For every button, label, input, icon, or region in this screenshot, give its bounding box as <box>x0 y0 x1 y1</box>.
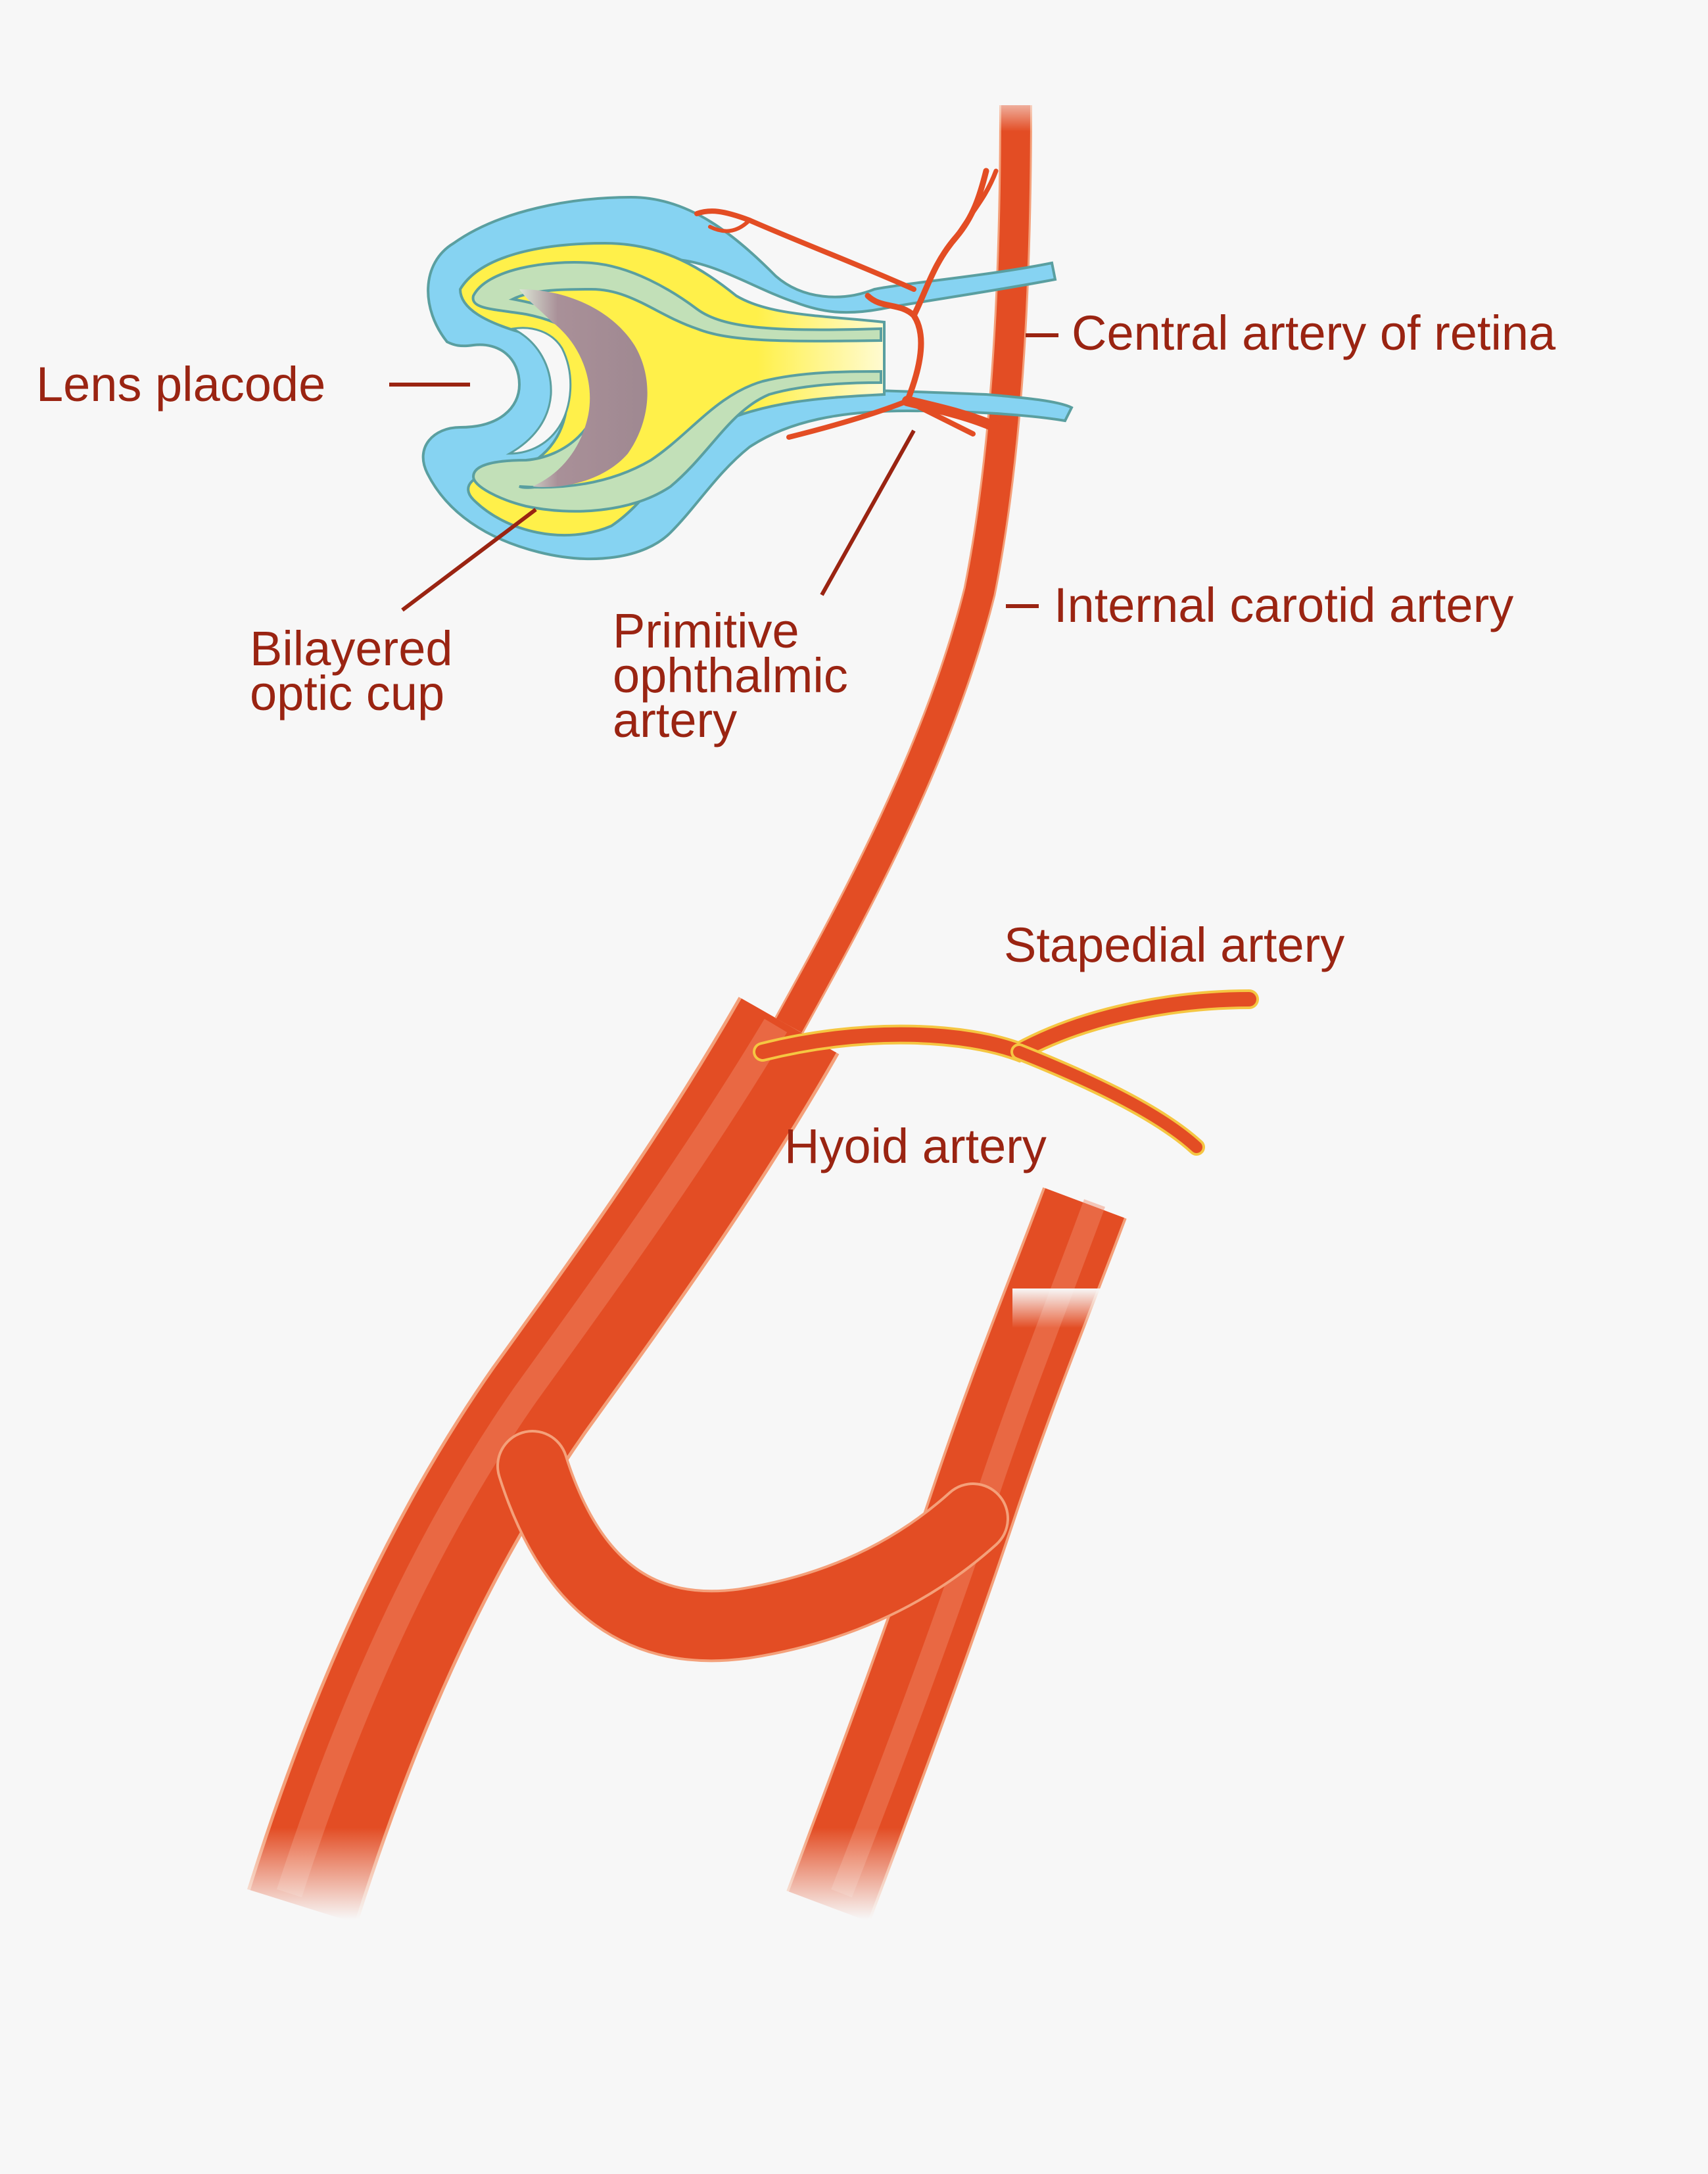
lens-pit <box>506 327 572 455</box>
artery-network <box>247 105 1259 1924</box>
vitreous-region <box>519 289 648 487</box>
bottom-fade <box>197 1828 986 1920</box>
label-optic-cup-line2: optic cup <box>250 666 444 721</box>
leader-optic-cup <box>401 508 537 612</box>
label-primitive-line3: artery <box>613 693 737 747</box>
labels: Lens placode Central artery of retina In… <box>36 306 1556 1173</box>
label-primitive-line1: Primitive <box>613 603 799 658</box>
label-stapedial-artery: Stapedial artery <box>1004 918 1344 972</box>
label-optic-cup-line1: Bilayered <box>250 621 453 676</box>
ophthalmic-vessels <box>694 168 1001 440</box>
left-trunk-artery <box>247 997 840 1924</box>
label-lens-placode: Lens placode <box>36 357 325 412</box>
label-hyoid-artery: Hyoid artery <box>784 1119 1047 1173</box>
bottom-fill <box>197 1920 986 1959</box>
connecting-artery <box>496 1430 1009 1663</box>
top-fade-right <box>1012 1288 1144 1328</box>
label-primitive-line2: ophthalmic <box>613 648 848 703</box>
top-fade <box>973 85 1052 131</box>
label-internal-carotid: Internal carotid artery <box>1054 578 1513 632</box>
leader-primitive-ophthalmic <box>820 429 916 596</box>
hyoid-artery <box>1010 1043 1205 1156</box>
label-central-artery: Central artery of retina <box>1072 306 1556 360</box>
